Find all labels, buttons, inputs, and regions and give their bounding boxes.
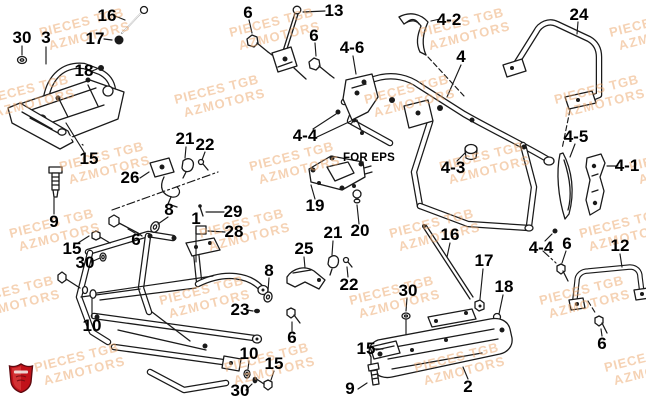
rod-13-assembly: [246, 5, 335, 80]
leader-lines: [21, 10, 623, 391]
main-frame-1: [57, 204, 301, 394]
azmotors-shield-logo: [8, 363, 34, 398]
bracket-4-2: [398, 13, 429, 56]
footrest-frame-2: [367, 308, 513, 386]
bolt-16-17: [114, 5, 149, 45]
rear-carrier-frame-4: [308, 56, 606, 234]
grab-bar-24: [502, 19, 603, 110]
front-bracket-assembly: [7, 55, 125, 198]
bracket-25-assembly: [286, 255, 353, 290]
bracket-12-assembly: [542, 250, 646, 334]
bracket-26-assembly: [111, 157, 219, 211]
